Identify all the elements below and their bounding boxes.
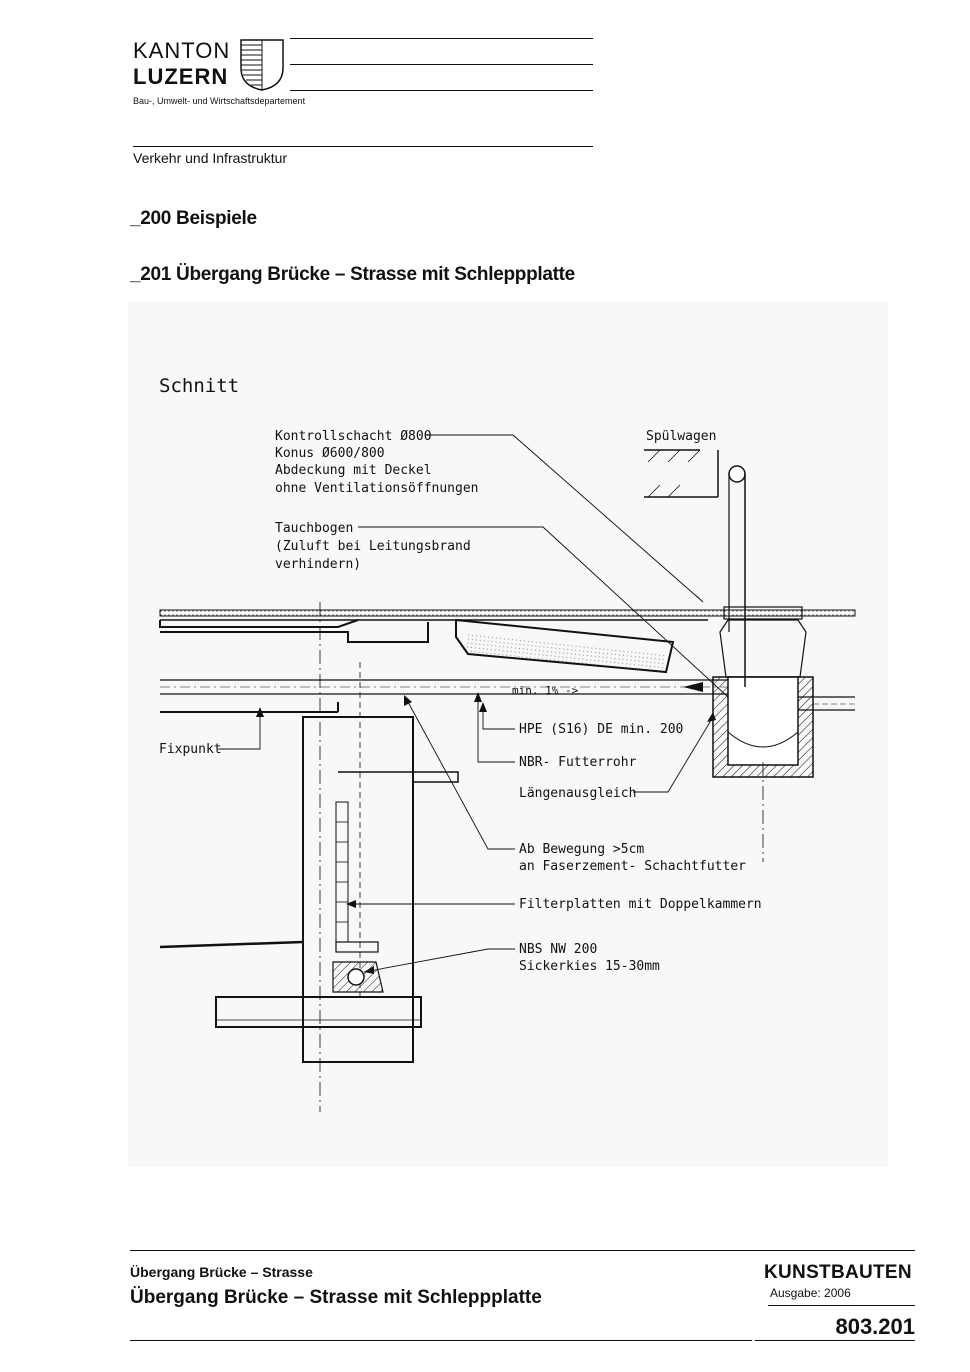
label-filter: Filterplatten mit Doppelkammern [519,897,762,912]
footer-title-big: Übergang Brücke – Strasse mit Schlepppla… [130,1287,542,1308]
footer-rule-mid [768,1305,915,1306]
label-tauchbogen-3: verhindern) [275,557,361,572]
label-tauchbogen-2: (Zuluft bei Leitungsbrand [275,539,471,554]
header-rule [290,90,593,91]
label-nbs-2: Sickerkies 15-30mm [519,959,660,974]
label-kontrollschacht-4: ohne Ventilationsöffnungen [275,481,479,496]
logo-kanton-text: KANTON [133,38,231,63]
section-heading: _200 Beispiele [130,208,257,229]
logo-luzern-text: LUZERN [133,64,229,89]
section-drawing: Schnitt min. 1% -> [128,302,888,1167]
label-kontrollschacht-2: Konus Ø600/800 [275,446,385,461]
slope-label: min. 1% -> [512,684,579,697]
label-hpe: HPE (S16) DE min. 200 [519,722,683,737]
subsection-heading: _201 Übergang Brücke – Strasse mit Schle… [130,264,575,285]
label-kontrollschacht-1: Kontrollschacht Ø800 [275,429,432,444]
label-bewegung-2: an Faserzement- Schachtfutter [519,859,746,874]
label-nbs-1: NBS NW 200 [519,942,597,957]
drawing-title: Schnitt [159,375,239,397]
unit-name: Verkehr und Infrastruktur [133,150,288,166]
label-kontrollschacht-3: Abdeckung mit Deckel [275,463,432,478]
label-nbr: NBR- Futterrohr [519,755,637,770]
header-rule [133,146,593,147]
footer-rule-bottom [130,1340,752,1341]
coat-of-arms-logo [240,39,284,91]
footer-title-small: Übergang Brücke – Strasse [130,1264,313,1280]
footer-category: KUNSTBAUTEN [764,1262,912,1283]
header-rule [290,64,593,65]
label-laengenausgleich: Längenausgleich [519,786,636,801]
label-bewegung-1: Ab Bewegung >5cm [519,842,644,857]
document-number: 803.201 [835,1314,915,1339]
header-rule [290,38,593,39]
label-spuelwagen: Spülwagen [646,429,716,444]
label-fixpunkt: Fixpunkt [159,742,222,757]
label-tauchbogen-1: Tauchbogen [275,521,353,536]
department-name: Bau-, Umwelt- und Wirtschaftsdepartement [133,96,306,106]
footer-rule-bottom-right [755,1340,915,1341]
footer-edition: Ausgabe: 2006 [770,1286,851,1300]
footer-rule-top [130,1250,915,1251]
